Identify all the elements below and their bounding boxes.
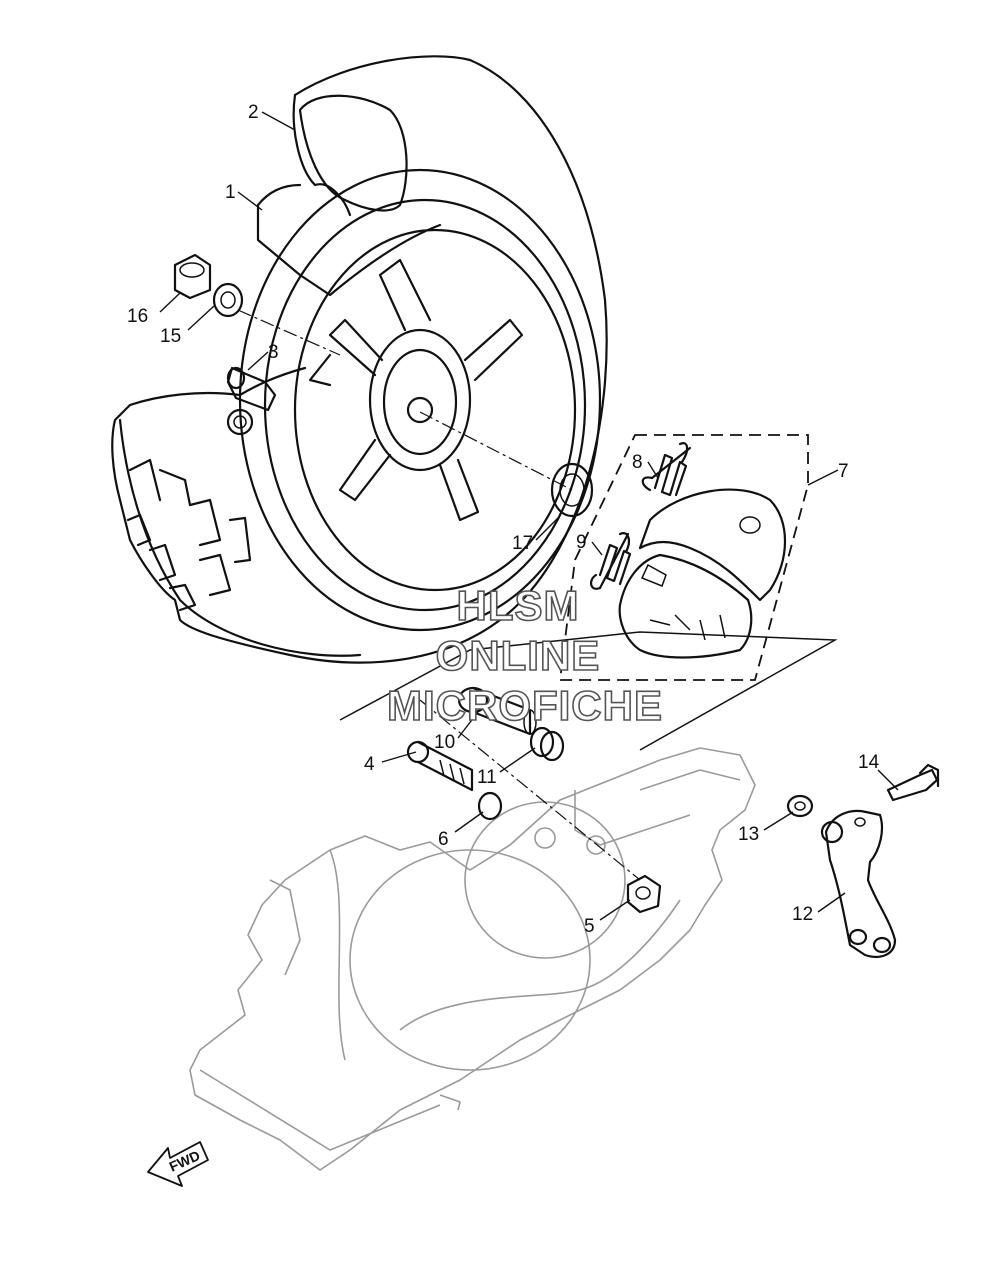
callout-8: 8 xyxy=(632,452,643,473)
callout-2: 2 xyxy=(248,102,259,123)
axle-bolt-part-3 xyxy=(226,366,277,436)
callout-9: 9 xyxy=(576,532,587,553)
callout-6: 6 xyxy=(438,829,449,850)
axle-centerline xyxy=(237,309,641,881)
callout-16: 16 xyxy=(127,306,148,327)
leader-lines xyxy=(159,111,899,921)
bolt-part-14 xyxy=(886,763,940,802)
brake-camshaft-part-10 xyxy=(457,686,537,736)
o-ring-part-6 xyxy=(477,791,503,821)
o-ring-part-11 xyxy=(529,726,565,762)
callout-14: 14 xyxy=(858,752,880,773)
spring-part-8 xyxy=(641,442,692,497)
nut-part-16 xyxy=(173,253,212,300)
callout-15: 15 xyxy=(160,326,181,347)
callout-4: 4 xyxy=(364,754,375,775)
callout-5: 5 xyxy=(584,916,595,937)
callout-13: 13 xyxy=(738,824,759,845)
oil-seal-part-17 xyxy=(550,462,594,518)
watermark-line-1: HLSM xyxy=(457,582,580,629)
brake-shoe xyxy=(618,488,786,659)
brake-shoe-set-box xyxy=(558,434,809,681)
brake-arm-part-12 xyxy=(820,809,897,958)
watermark-line-3: MICROFICHE xyxy=(387,682,663,729)
nut-part-5 xyxy=(626,874,662,914)
wheel-rim xyxy=(238,168,602,632)
washer-part-15 xyxy=(212,282,244,318)
tire xyxy=(111,55,608,664)
callout-11: 11 xyxy=(477,767,497,788)
spring-part-9 xyxy=(590,532,632,590)
callout-1: 1 xyxy=(225,182,236,203)
shaft-pin-part-4 xyxy=(406,740,474,792)
lower-assembly-boundary xyxy=(339,631,838,751)
watermark-line-2: ONLINE xyxy=(436,632,601,679)
callout-12: 12 xyxy=(792,904,813,925)
engine-case-outline xyxy=(189,747,756,1171)
fwd-arrow-icon: FWD xyxy=(147,1141,209,1187)
callout-10: 10 xyxy=(434,732,455,753)
callout-7: 7 xyxy=(838,461,849,482)
callout-17: 17 xyxy=(512,533,533,554)
fwd-label: FWD xyxy=(167,1147,203,1175)
callout-3: 3 xyxy=(268,342,279,363)
watermark: HLSM ONLINE MICROFICHE xyxy=(386,581,663,730)
washer-part-13 xyxy=(786,794,814,818)
